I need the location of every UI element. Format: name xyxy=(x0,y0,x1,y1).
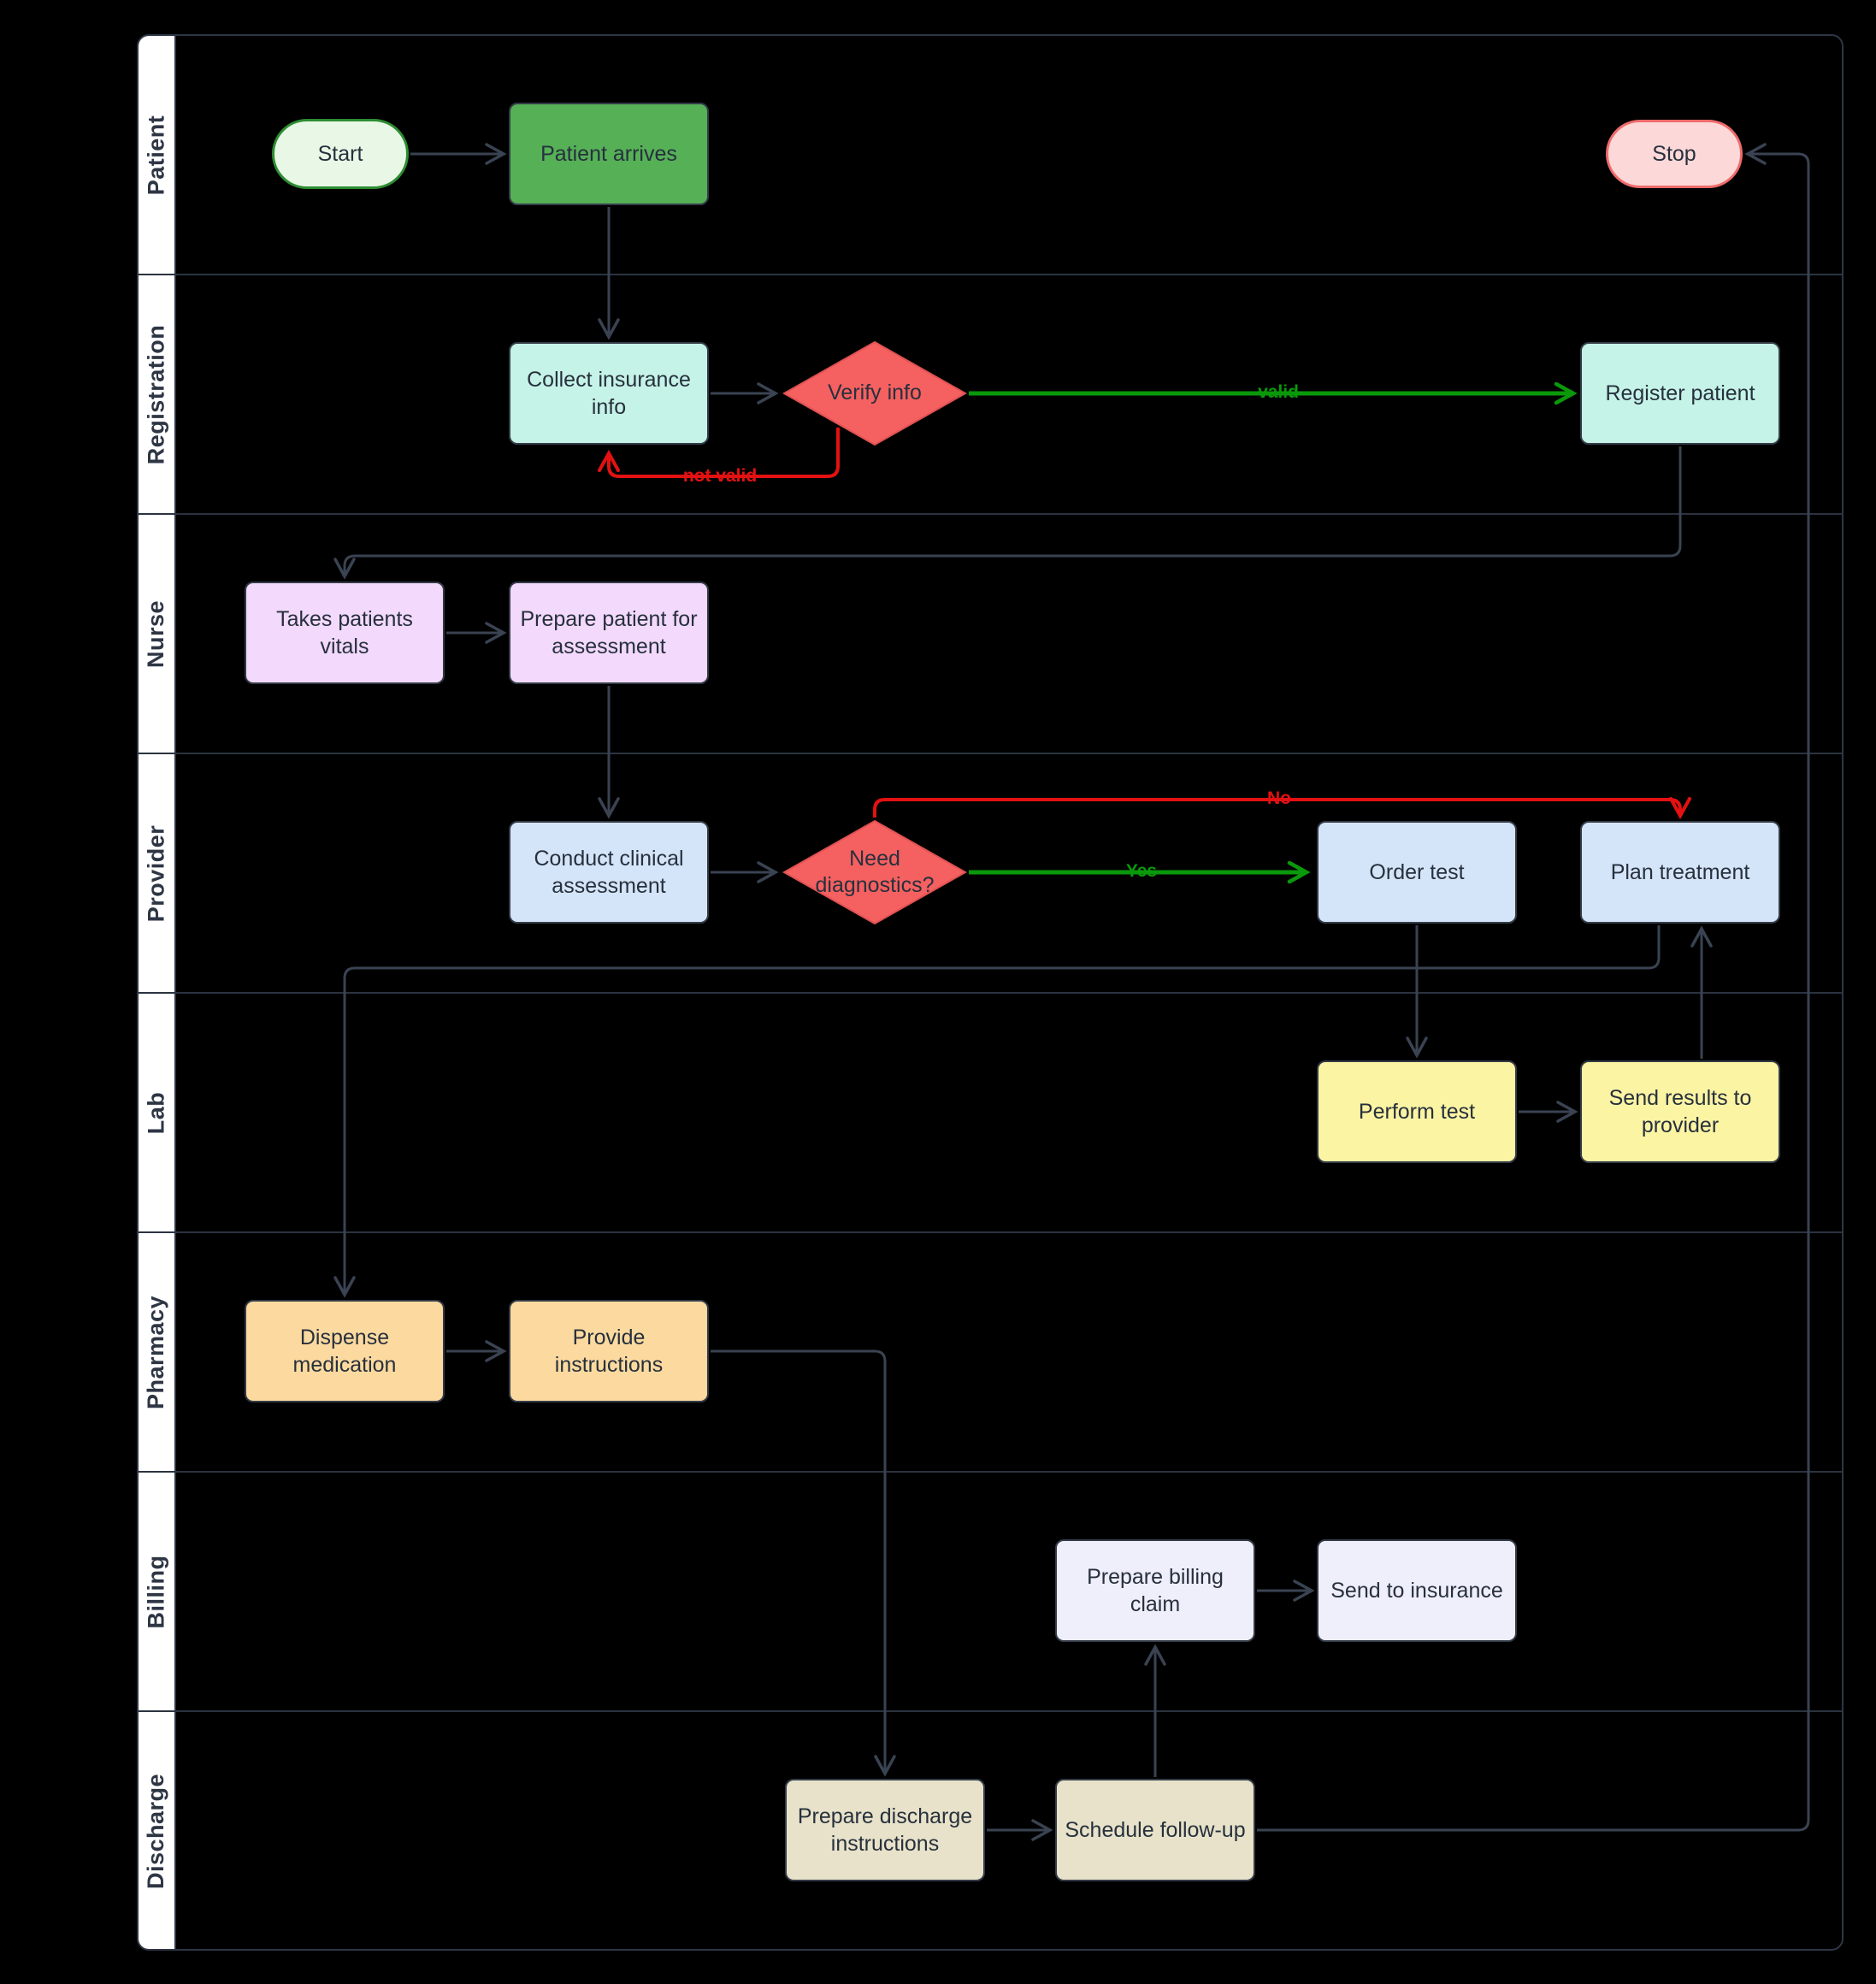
lane-label-patient: Patient xyxy=(139,36,176,274)
diamond-shape xyxy=(782,819,967,925)
node-start: Start xyxy=(272,119,409,189)
edge-label-not-valid: not valid xyxy=(682,466,758,486)
lane-label-registration: Registration xyxy=(139,275,176,513)
lane-body-billing xyxy=(176,1473,1842,1710)
node-dispense-medication: Dispense medication xyxy=(245,1300,445,1402)
node-patient-arrives: Patient arrives xyxy=(509,103,709,205)
edge-label-valid: valid xyxy=(1258,382,1299,402)
lane-label-text: Pharmacy xyxy=(143,1295,169,1409)
lane-label-pharmacy: Pharmacy xyxy=(139,1233,176,1471)
node-verify-info-decision: Verify info xyxy=(782,340,967,446)
lane-label-discharge: Discharge xyxy=(139,1712,176,1949)
node-collect-insurance: Collect insurance info xyxy=(509,342,709,445)
diagram-frame: Patient Registration Nurse Provider Lab … xyxy=(137,34,1844,1951)
lane-label-text: Billing xyxy=(143,1555,169,1628)
node-send-insurance: Send to insurance xyxy=(1317,1539,1517,1642)
decision-label: Need diagnostics? xyxy=(815,846,935,897)
lane-pharmacy: Pharmacy xyxy=(139,1233,1842,1473)
lane-label-nurse: Nurse xyxy=(139,515,176,753)
node-prepare-patient: Prepare patient for assessment xyxy=(509,582,709,684)
edge-label-no: No xyxy=(1267,788,1291,808)
node-prepare-billing: Prepare billing claim xyxy=(1055,1539,1255,1642)
node-send-results: Send results to provider xyxy=(1580,1060,1780,1163)
lane-body-discharge xyxy=(176,1712,1842,1949)
node-prepare-discharge: Prepare discharge instructions xyxy=(785,1779,985,1881)
lane-label-lab: Lab xyxy=(139,994,176,1231)
lane-body-patient xyxy=(176,36,1842,274)
lane-discharge: Discharge xyxy=(139,1712,1842,1949)
lane-label-text: Discharge xyxy=(143,1773,169,1890)
lane-nurse: Nurse xyxy=(139,515,1842,754)
edge-label-yes: Yes xyxy=(1125,861,1158,881)
lane-label-text: Lab xyxy=(143,1091,169,1134)
node-stop: Stop xyxy=(1606,120,1743,188)
node-takes-vitals: Takes patients vitals xyxy=(245,582,445,684)
node-perform-test: Perform test xyxy=(1317,1060,1517,1163)
node-provide-instructions: Provide instructions xyxy=(509,1300,709,1402)
lane-label-provider: Provider xyxy=(139,754,176,992)
lane-label-text: Patient xyxy=(143,115,169,195)
node-need-diagnostics-decision: Need diagnostics? xyxy=(782,819,967,925)
lane-label-billing: Billing xyxy=(139,1473,176,1710)
node-order-test: Order test xyxy=(1317,821,1517,924)
lane-label-text: Registration xyxy=(143,324,169,464)
node-conduct-assessment: Conduct clinical assessment xyxy=(509,821,709,924)
decision-label: Verify info xyxy=(828,381,922,405)
diamond-shape xyxy=(782,340,967,446)
lane-billing: Billing xyxy=(139,1473,1842,1712)
node-register-patient: Register patient xyxy=(1580,342,1780,445)
node-plan-treatment: Plan treatment xyxy=(1580,821,1780,924)
lane-label-text: Nurse xyxy=(143,599,169,668)
node-schedule-followup: Schedule follow-up xyxy=(1055,1779,1255,1881)
lane-patient: Patient xyxy=(139,36,1842,275)
lane-label-text: Provider xyxy=(143,824,169,922)
